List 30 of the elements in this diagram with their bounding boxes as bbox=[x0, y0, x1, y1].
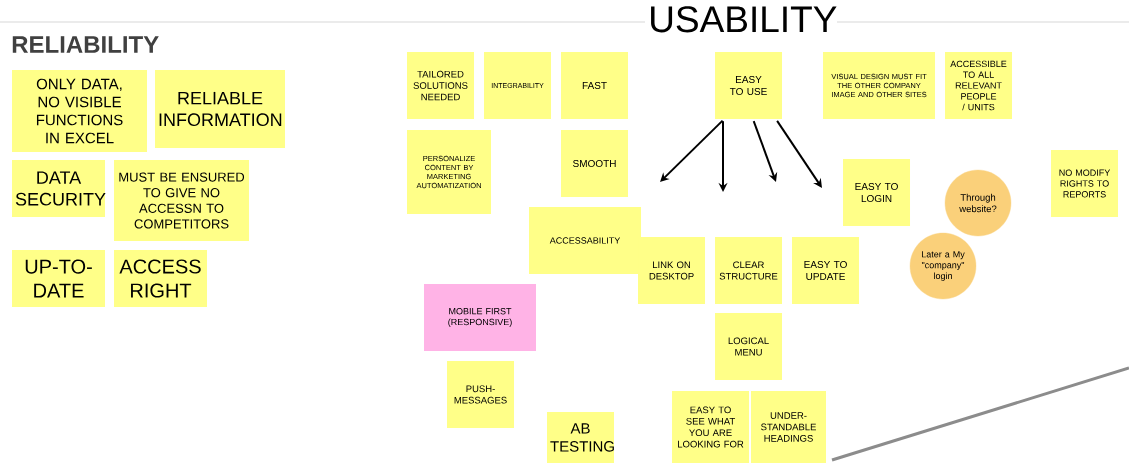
sticky-note: MUST BE ENSURED TO GIVE NO ACCESSN TO COMPETITORS bbox=[114, 160, 249, 241]
sticky-note: UNDER-STANDABLE HEADINGS bbox=[751, 391, 826, 463]
sticky-note: LINK ON DESKTOP bbox=[638, 237, 705, 304]
sticky-note: FAST bbox=[561, 52, 628, 119]
arrow bbox=[752, 120, 778, 182]
sticky-note: UP-TO-DATE bbox=[12, 250, 105, 307]
sticky-note: AB TESTING bbox=[547, 412, 614, 463]
sticky-note: ONLY DATA, NO VISIBLE FUNCTIONS IN EXCEL bbox=[12, 70, 147, 152]
sticky-note: DATA SECURITY bbox=[12, 160, 106, 217]
heading: USABILITY bbox=[651, 6, 837, 33]
sticky-note: EASY TO LOGIN bbox=[843, 159, 910, 226]
sticky-note: ACCESS RIGHT bbox=[114, 250, 207, 307]
arrow bbox=[660, 119, 724, 182]
sticky-note: EASY TO UPDATE bbox=[792, 237, 859, 304]
circle-note: Later a My "company" login bbox=[909, 232, 977, 300]
arrow bbox=[776, 119, 822, 188]
sticky-note: CLEAR STRUCTURE bbox=[715, 237, 782, 304]
sticky-note: RELIABLE INFORMATION bbox=[155, 70, 285, 148]
sticky-note: ACCESSABILITY bbox=[529, 207, 641, 274]
sticky-note: NO MODIFY RIGHTS TO REPORTS bbox=[1051, 150, 1118, 217]
circle-note: Through website? bbox=[944, 169, 1012, 237]
sticky-note: LOGICAL MENU bbox=[715, 313, 782, 380]
heading: RELIABILITY bbox=[12, 36, 159, 53]
sticky-note: SMOOTH bbox=[561, 130, 628, 197]
sticky-note: MOBILE FIRST (RESPONSIVE) bbox=[424, 284, 536, 351]
sticky-note: EASY TO USE bbox=[715, 52, 782, 119]
sticky-note: TAILORED SOLUTIONS NEEDED bbox=[407, 52, 474, 119]
sticky-note: PUSH-MESSAGES bbox=[447, 361, 514, 428]
sticky-note: EASY TO SEE WHAT YOU ARE LOOKING FOR bbox=[672, 391, 749, 463]
sticky-note: ACCESSIBLE TO ALL RELEVANT PEOPLE / UNITS bbox=[945, 52, 1012, 119]
